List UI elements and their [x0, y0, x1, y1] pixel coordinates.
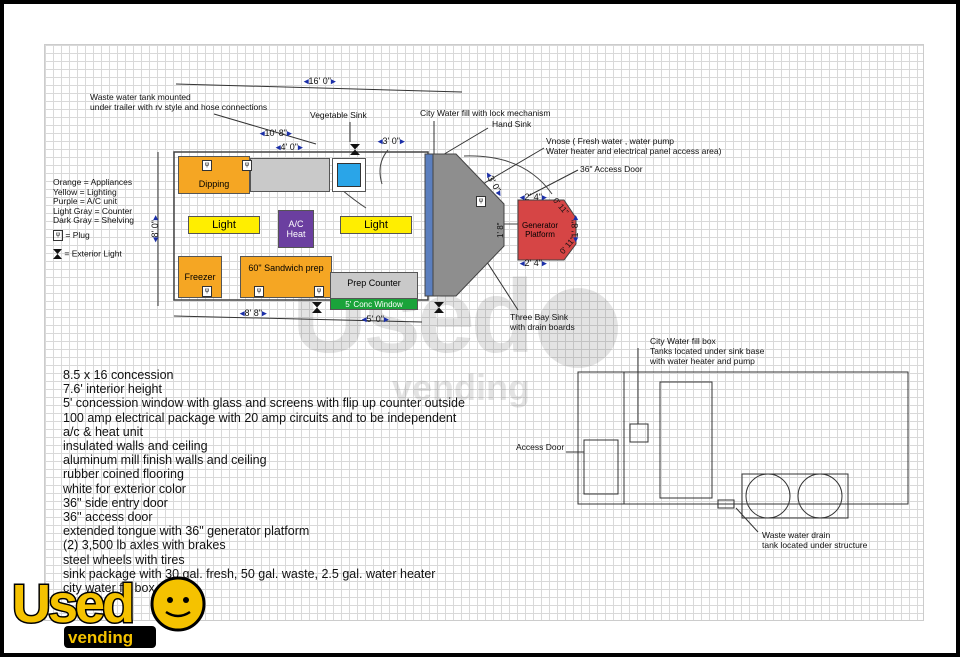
- legend-item: Light Gray = Counter: [53, 205, 133, 216]
- spec-item: sink package with 30 gal. fresh, 50 gal.…: [63, 566, 436, 581]
- light-left-label: Light: [212, 219, 236, 231]
- legend-light-label: = Exterior Light: [64, 248, 122, 259]
- spec-item: (2) 3,500 lb axles with brakes: [63, 538, 226, 553]
- dipping-cabinet: Dipping: [178, 156, 250, 194]
- hand-sink-note: Hand Sink: [492, 119, 532, 129]
- exterior-light-icon: [350, 144, 360, 155]
- light-right-label: Light: [364, 219, 388, 231]
- spec-item: 8.5 x 16 concession: [63, 368, 174, 382]
- spec-item: insulated walls and ceiling: [63, 439, 208, 454]
- legend-item: Yellow = Lighting: [53, 186, 117, 197]
- dim-10-8: ◂10' 8"▸: [260, 128, 292, 138]
- freezer-label: Freezer: [184, 272, 216, 282]
- spec-item: 100 amp electrical package with 20 amp c…: [63, 410, 457, 425]
- waste-drain-note: Waste water drain tank located under str…: [762, 530, 868, 550]
- spec-item: a/c & heat unit: [63, 424, 143, 439]
- spec-list: 8.5 x 16 concession 7.6' interior height…: [63, 368, 465, 595]
- sink-basin: [337, 163, 361, 187]
- ac-heat-unit: A/C Heat: [278, 210, 314, 248]
- vnose-note: Vnose ( Fresh water , water pump Water h…: [546, 136, 722, 156]
- used-vending-logo: Used vending: [11, 573, 206, 648]
- spec-item: rubber coined flooring: [63, 467, 184, 482]
- spec-item: 36'' access door: [63, 510, 153, 525]
- spec-item: aluminum mill finish walls and ceiling: [63, 453, 267, 468]
- plug-icon: ψ: [53, 229, 63, 241]
- dim-3-0: ◂3' 0"▸: [378, 136, 405, 146]
- vegetable-sink-counter: [250, 158, 330, 192]
- legend-item: Orange = Appliances: [53, 177, 133, 187]
- legend-plug-label: = Plug: [65, 229, 90, 240]
- plug-icon: ψ: [254, 286, 264, 297]
- plug-icon: ψ: [242, 160, 252, 171]
- logo-used-text: Used: [12, 574, 132, 634]
- dim-4-0: ◂4' 0"▸: [276, 142, 303, 152]
- dipping-label: Dipping: [198, 179, 230, 189]
- plug-icon: ψ: [314, 286, 324, 297]
- legend-item: Dark Gray = Shelving: [53, 215, 135, 226]
- grid-paper: [44, 44, 924, 621]
- legend-light-row: = Exterior Light: [53, 248, 134, 259]
- dim-2-4-bottom: ◂2' 4"▸: [520, 258, 547, 268]
- sheet: Used vending: [4, 4, 956, 653]
- access-door-note: Access Door: [516, 442, 565, 452]
- prep-counter-label: Prep Counter: [347, 278, 401, 288]
- exterior-light-icon: [53, 249, 62, 259]
- generator-label: Generator Platform: [521, 221, 559, 239]
- logo-vending-bg: [64, 626, 156, 648]
- spec-item: 36'' side entry door: [63, 495, 168, 510]
- dim-8-8: ◂8' 8"▸: [240, 308, 267, 318]
- legend-plug-row: ψ = Plug: [53, 230, 134, 241]
- plug-icon: ψ: [202, 286, 212, 297]
- logo-mascot: [150, 576, 206, 632]
- ac-heat-label: A/C Heat: [286, 219, 306, 239]
- freezer: Freezer: [178, 256, 222, 298]
- vegetable-sink-note: Vegetable Sink: [310, 110, 367, 120]
- legend: Orange = Appliances Yellow = Lighting Pu…: [53, 177, 135, 259]
- dim-5-0: ◂5' 0"▸: [362, 314, 389, 324]
- spec-item: white for exterior color: [63, 481, 186, 496]
- sandwich-prep-label: 60" Sandwich prep: [248, 263, 324, 273]
- city-water-note: City Water fill with lock mechanism: [420, 108, 551, 118]
- spec-item: 7.6' interior height: [63, 382, 162, 397]
- dim-width: ◂8' 0"▸: [150, 215, 160, 243]
- concession-window: 5' Conc Window: [330, 298, 418, 310]
- vegetable-sink: [332, 158, 366, 192]
- dim-1-8-inner: 1' 8": [496, 222, 505, 239]
- watermark-vending: vending: [392, 367, 530, 408]
- light-right: Light: [340, 216, 412, 234]
- three-bay-sink-note: Three Bay Sink with drain boards: [510, 312, 575, 332]
- spec-item: 5' concession window with glass and scre…: [63, 396, 465, 411]
- access-door-36-note: 36" Access Door: [580, 164, 643, 174]
- spec-item: city water fill box: [63, 581, 155, 596]
- plug-icon: ψ: [476, 196, 486, 207]
- drawing-lines: [157, 83, 909, 533]
- exterior-light-icon: [434, 302, 444, 313]
- concession-window-label: 5' Conc Window: [345, 299, 403, 309]
- generator-platform: Generator Platform: [518, 216, 562, 244]
- spec-item: steel wheels with tires: [63, 552, 185, 567]
- logo-vending-text: vending: [68, 628, 133, 647]
- dim-2-4-top: ◂2' 4"▸: [520, 192, 547, 202]
- spec-item: extended tongue with 36" generator platf…: [63, 524, 310, 539]
- plug-icon: ψ: [202, 160, 212, 171]
- dim-overall-length: ◂16' 0"▸: [304, 76, 336, 86]
- legend-item: Purple = A/C unit: [53, 196, 118, 207]
- waste-tank-note: Waste water tank mounted under trailer w…: [90, 92, 268, 112]
- exterior-light-icon: [312, 302, 322, 313]
- city-fill-box-note: City Water fill box Tanks located under …: [650, 336, 765, 366]
- light-left: Light: [188, 216, 260, 234]
